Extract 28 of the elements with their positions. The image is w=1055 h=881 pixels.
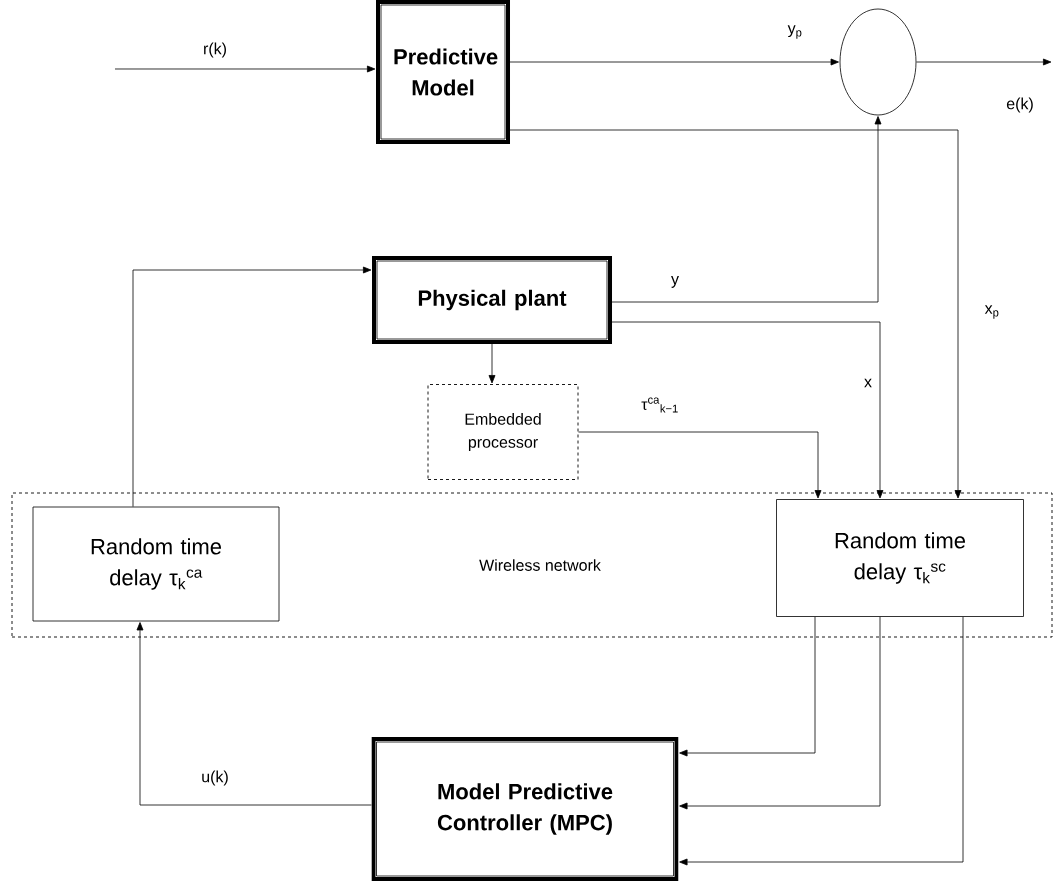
arrow [916,58,1052,66]
arrow [578,431,822,499]
arrow [509,129,962,499]
controller-box: Model Predictive Controller (MPC) [371,737,679,881]
delay-box: Random time delay τ$_{k}$ca [32,506,280,622]
arrow [136,622,372,806]
edge-label: y$_{p}$ [786,24,804,40]
process-box: Physical plant [372,256,612,344]
edge-label: e(k) [1005,96,1035,114]
arrow [611,321,884,499]
summing-circle [839,8,917,116]
arrow [114,65,376,73]
edge-label: y [670,275,680,289]
processor-box: Embedded processor [427,384,579,480]
delay-box: Random time delay τ$_{k}$sc [776,499,1024,617]
process-box: Predictive Model [376,0,510,144]
arrow [679,616,816,757]
arrow [679,616,881,810]
edge-label: u(k) [200,769,230,787]
arrow [679,616,964,866]
edge-label: x$_{p}$ [983,304,1001,320]
edge-label: r(k) [202,41,228,59]
arrow [611,116,882,303]
arrow [488,343,496,384]
arrow [509,58,839,66]
arrow [132,266,372,507]
edge-label: x [863,377,873,389]
edge-label: τ$^{ca}$k−1 [640,396,680,414]
